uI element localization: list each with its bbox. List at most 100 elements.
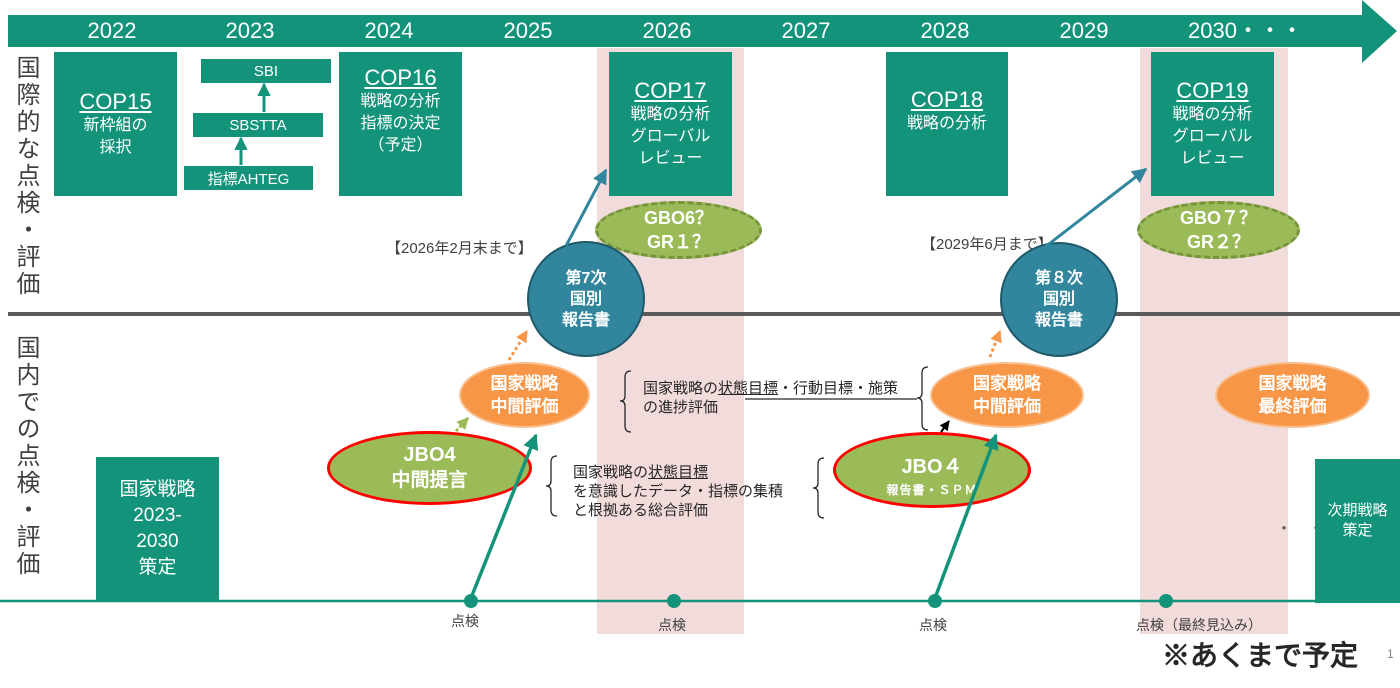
cop-text: 指標の決定: [360, 115, 441, 132]
report-text: 国別: [1042, 291, 1075, 308]
year-label: 2025: [503, 18, 553, 43]
gbo7-ellipse: GBO７？ GR２？: [1137, 201, 1300, 259]
indicator-ahteg-box: 指標AHTEG: [184, 166, 313, 190]
note-text: を意識したデータ・指標の集積: [573, 483, 784, 500]
jbo-to-evaluation-arrow: [454, 416, 470, 433]
note-text: の進捗評価: [643, 399, 719, 416]
international-section-label: 国際的な点検・評価: [12, 55, 39, 298]
evaluation-text: 国家戦略: [973, 374, 1041, 393]
integrated-evaluation-note: 国家戦略の状態目標 を意識したデータ・指標の集積 と根拠ある総合評価: [573, 463, 783, 520]
cop-text: 採択: [99, 139, 132, 156]
checkpoint-label: 点検: [658, 617, 686, 633]
strategy-text: 策定: [138, 557, 177, 578]
year-label: 2027: [781, 18, 831, 43]
sbi-box: SBI: [201, 59, 331, 83]
strategy-text: 2030: [136, 531, 179, 552]
cop15-box: COP15 新枠組の 採択: [54, 52, 177, 196]
year-label: 2030・・・: [1188, 18, 1303, 43]
year-label: 2026: [642, 18, 692, 43]
current-strategy-box: 国家戦略 2023- 2030 策定: [96, 457, 219, 601]
jbo4-report-ellipse: JBO４ 報告書・ＳＰＭ: [833, 432, 1031, 508]
report-text: 報告書: [561, 311, 610, 329]
underlined-term: 状態目標: [648, 464, 709, 481]
domestic-section-label: 国内での点検・評価: [12, 335, 39, 578]
report-to-cop19-arrow: [1044, 167, 1148, 249]
brace-right: [812, 457, 825, 519]
underlined-term: 状態目標: [718, 380, 779, 397]
strategy-text: 策定: [1342, 522, 1373, 539]
cop-text: 新枠組の: [83, 117, 148, 134]
report-text: 第８次: [1034, 270, 1083, 287]
national-report-8-circle: 第８次 国別 報告書: [1000, 242, 1118, 357]
checkpoint-label: 点検: [919, 617, 947, 633]
cop16-box: COP16 戦略の分析 指標の決定 （予定）: [339, 52, 462, 196]
national-report-7-circle: 第7次 国別 報告書: [527, 241, 645, 357]
gbo-text: GBO７？: [1179, 208, 1257, 228]
deadline-label: 【2026年2月末まで】: [386, 240, 533, 257]
gbo-text: GR１？: [647, 232, 710, 252]
checkpoint-label: 点検（最終見込み）: [1136, 617, 1262, 633]
jbo-title: JBO４: [901, 455, 963, 478]
checkpoint-label: 点検: [451, 613, 479, 629]
cop-text: 戦略の分析: [630, 106, 711, 123]
strategy-text: 2023-: [133, 505, 182, 526]
evaluation-to-report-arrow: [988, 329, 1002, 358]
cop-text: （予定）: [368, 137, 433, 154]
gbo6-ellipse: GBO6？ GR１？: [595, 201, 762, 259]
note-text: ・行動目標・施策: [778, 380, 899, 397]
page-number: 1: [1387, 647, 1394, 661]
cop18-box: COP18 戦略の分析: [886, 52, 1008, 196]
strategy-text: 次期戦略: [1327, 502, 1388, 519]
year-label: 2023: [225, 18, 275, 43]
cop17-box: COP17 戦略の分析 グローバル レビュー: [609, 52, 732, 196]
cop-title: COP18: [910, 87, 984, 112]
evaluation-text: 国家戦略: [1258, 374, 1327, 393]
checkpoint-dot: [928, 594, 942, 608]
cop-text: 戦略の分析: [1172, 106, 1253, 123]
gbo-text: GR２？: [1187, 232, 1250, 252]
note-text: 国家戦略の: [573, 464, 649, 481]
cop-title: COP16: [364, 65, 437, 90]
brace-right: [916, 366, 929, 431]
year-label: 2022: [87, 18, 137, 43]
evaluation-text: 最終評価: [1258, 397, 1327, 416]
evaluation-text: 中間評価: [490, 397, 559, 416]
year-label: 2028: [920, 18, 970, 43]
evaluation-text: 国家戦略: [490, 374, 559, 393]
note-line: 国家戦略の状態目標: [573, 463, 783, 482]
cop-text: レビュー: [1180, 150, 1245, 167]
note-text: 国家戦略の: [643, 380, 719, 397]
sbstta-box: SBSTTA: [193, 113, 323, 137]
jbo-to-evaluation-arrow: [939, 420, 950, 433]
jbo-subtitle: 中間提言: [391, 470, 468, 491]
evaluation-text: 中間評価: [973, 397, 1041, 416]
disclaimer: ※あくまで予定: [1162, 640, 1359, 671]
jbo4-midterm-ellipse: JBO4 中間提言: [327, 431, 532, 505]
final-evaluation-ellipse: 国家戦略 最終評価: [1215, 362, 1370, 428]
cop-text: レビュー: [638, 150, 703, 167]
checkpoint-dot: [464, 594, 478, 608]
cop19-box: COP19 戦略の分析 グローバル レビュー: [1151, 52, 1274, 196]
jbo-title: JBO4: [403, 444, 456, 466]
cop-text: 戦略の分析: [906, 115, 987, 132]
cop-title: COP17: [634, 78, 707, 103]
jbo-subtitle: 報告書・ＳＰＭ: [886, 482, 978, 497]
strategy-text: 国家戦略: [119, 479, 196, 500]
continuation-dots: ・ ・: [1276, 521, 1325, 538]
cop-text: グローバル: [1172, 128, 1253, 145]
next-strategy-box: 次期戦略 策定: [1315, 459, 1400, 603]
report-text: 報告書: [1034, 312, 1083, 329]
progress-evaluation-note: 国家戦略の状態目標・行動目標・施策 の進捗評価: [643, 379, 898, 417]
report-text: 第7次: [565, 269, 607, 287]
evaluation-to-report-arrow: [507, 329, 529, 361]
deadline-label: 【2029年6月まで】: [921, 236, 1053, 253]
cop-title: COP19: [1176, 78, 1249, 103]
note-line: 国家戦略の状態目標・行動目標・施策: [643, 379, 898, 398]
gbo-text: GBO6？: [643, 208, 713, 228]
brace-left: [545, 455, 558, 517]
year-label: 2024: [364, 18, 414, 43]
year-label: 2029: [1059, 18, 1109, 43]
note-text: と根拠ある総合評価: [573, 502, 709, 519]
cop-text: 戦略の分析: [360, 93, 441, 110]
midterm-evaluation-ellipse: 国家戦略 中間評価: [930, 362, 1084, 428]
